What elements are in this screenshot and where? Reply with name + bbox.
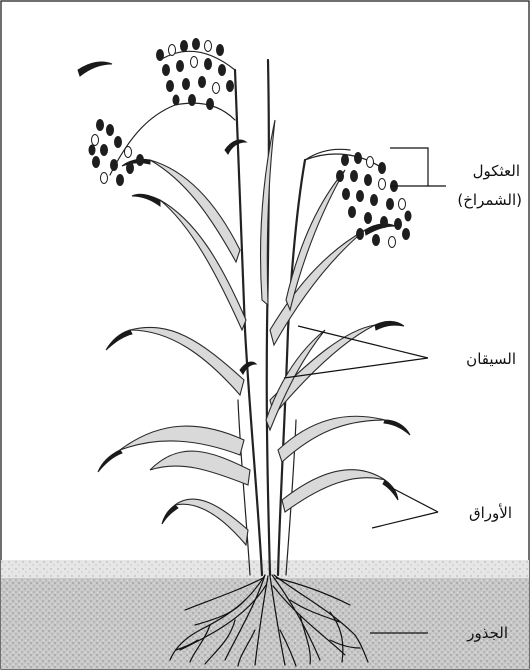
- panicle-left: [89, 105, 176, 186]
- label-leaves: الأوراق: [469, 503, 512, 522]
- panicle-top: [156, 38, 235, 110]
- label-stems: السيقان: [466, 350, 516, 368]
- pointer-leaves: [372, 488, 438, 528]
- panicle-right: [305, 152, 412, 248]
- label-panicle-alt: (الشمراخ): [457, 191, 522, 209]
- stems-drawing: [175, 60, 350, 575]
- pointer-panicle: [390, 148, 446, 186]
- label-panicle: العثكول: [473, 162, 520, 180]
- label-roots: الجذور: [466, 624, 508, 642]
